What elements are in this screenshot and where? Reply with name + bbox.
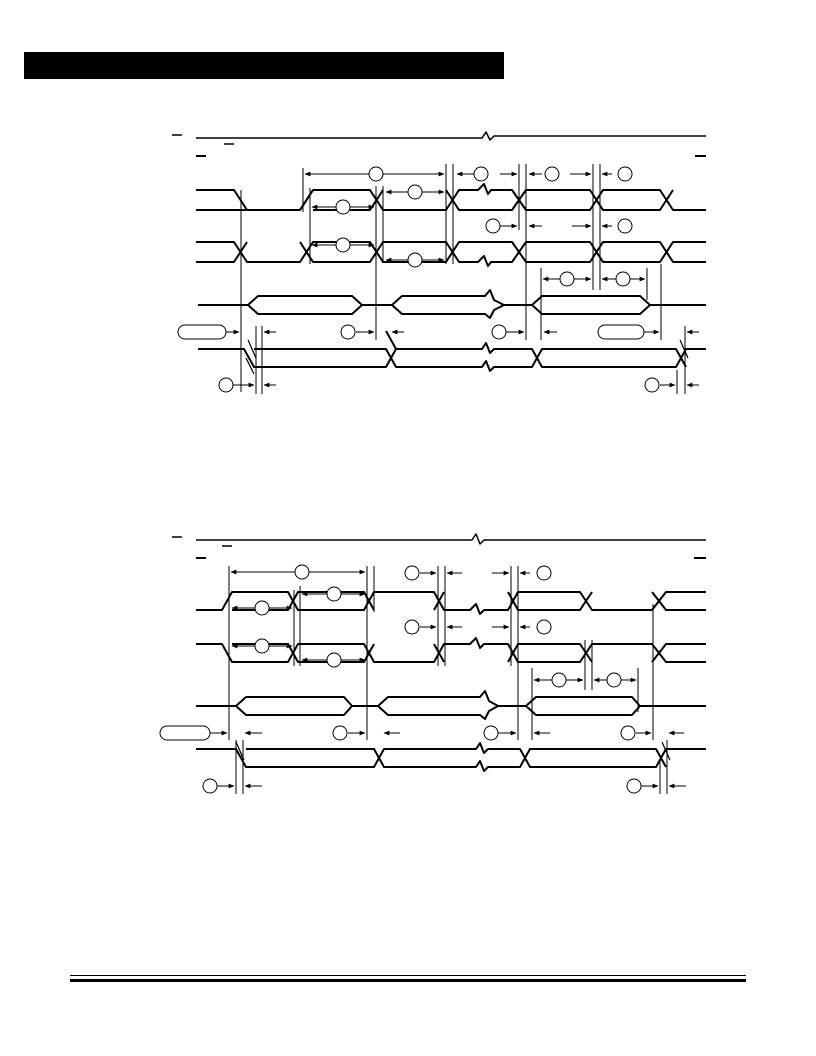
- callout-circle: [335, 199, 351, 215]
- callout-circle: [404, 619, 420, 635]
- callout-circle: [368, 166, 384, 182]
- waveform-c: [196, 591, 706, 615]
- callout-circle: [485, 218, 501, 234]
- callout-circle: [218, 377, 234, 393]
- callout-circle: [335, 237, 351, 253]
- data-bus-2: [198, 330, 706, 372]
- callout-pill: [177, 324, 227, 340]
- callout-circle: [294, 564, 310, 580]
- callout-circle: [407, 184, 423, 200]
- reference-lines-2: [228, 566, 668, 794]
- callout-circles-1: [177, 166, 660, 393]
- strobe-line-1: [172, 131, 706, 157]
- callout-circle: [615, 271, 631, 287]
- callout-circle: [473, 166, 489, 182]
- callout-pill: [597, 324, 645, 340]
- callout-circle: [404, 565, 420, 581]
- waveform-d: [196, 637, 706, 663]
- callout-circle: [483, 725, 499, 741]
- waveform-b-complement: [196, 241, 706, 267]
- callout-circle: [559, 271, 575, 287]
- callout-circle: [254, 600, 270, 616]
- callout-circle: [644, 377, 660, 393]
- callout-circle: [202, 778, 218, 794]
- callout-circle: [491, 324, 507, 340]
- footer-rule-thick: [70, 979, 746, 982]
- data-bus-3: [196, 690, 706, 720]
- callout-circle: [551, 672, 567, 688]
- data-bus-1: [198, 289, 706, 319]
- callout-circle: [254, 638, 270, 654]
- callout-circle: [617, 166, 633, 182]
- callout-circle: [536, 565, 552, 581]
- callout-circle: [620, 725, 636, 741]
- timing-diagram-2: [159, 533, 706, 794]
- callout-circle: [407, 252, 423, 268]
- waveform-b: [196, 241, 706, 263]
- data-bus-4: [196, 742, 706, 772]
- callout-circle: [340, 324, 356, 340]
- header-bar: [24, 52, 504, 79]
- waveform-d-complement: [232, 643, 706, 663]
- waveform-c-complement: [232, 591, 706, 611]
- callout-circle: [617, 218, 633, 234]
- callout-pill: [159, 725, 211, 741]
- callout-circle: [626, 778, 642, 794]
- callout-circle: [606, 672, 622, 688]
- footer-rule-thin: [70, 975, 746, 976]
- callout-circles-2: [159, 564, 642, 794]
- reference-lines-1: [240, 164, 686, 394]
- callout-circle: [326, 652, 342, 668]
- waveform-a-complement: [196, 189, 674, 211]
- strobe-line-2: [172, 533, 706, 559]
- timing-diagram-1: [172, 131, 706, 394]
- callout-circle: [544, 166, 560, 182]
- callout-circle: [536, 619, 552, 635]
- callout-circle: [332, 725, 348, 741]
- callout-circle: [326, 586, 342, 602]
